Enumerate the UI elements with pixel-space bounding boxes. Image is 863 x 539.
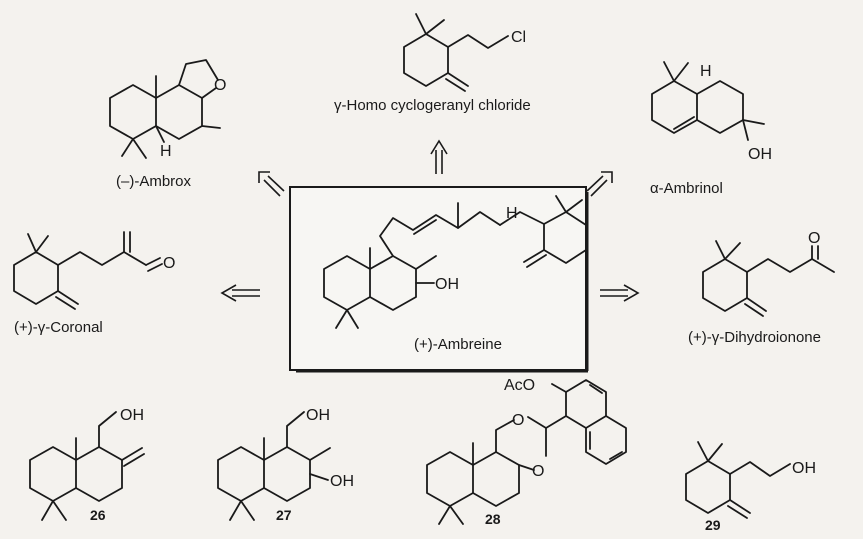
compound-27-structure	[217, 411, 331, 521]
dihydroionone-name: (+)-γ-Dihydroionone	[688, 329, 821, 346]
homo-name: γ-Homo cyclogeranyl chloride	[334, 97, 531, 114]
compound-28-number: 28	[485, 511, 501, 527]
compound-28-o2-label: O	[532, 463, 544, 480]
compound-27-number: 27	[276, 507, 292, 523]
compound-26-oh-label: OH	[120, 407, 144, 424]
ambreine-h-label: H	[506, 205, 518, 222]
coronal-o-label: O	[163, 255, 175, 272]
compound-28-aco-label: AcO	[504, 377, 535, 394]
ambreine-box	[289, 186, 589, 373]
ambrox-o-label: O	[214, 77, 226, 94]
ambreine-name: (+)-Ambreine	[414, 336, 502, 353]
ambrinol-h-label: H	[700, 63, 712, 80]
arrow-to-homo	[430, 139, 448, 174]
coronal-structure	[13, 231, 163, 310]
compound-26-number: 26	[90, 507, 106, 523]
compound-29-oh-label: OH	[792, 460, 816, 477]
ambrox-h-label: H	[160, 143, 172, 160]
compound-29-structure	[685, 441, 791, 519]
ambrinol-oh-label: OH	[748, 146, 772, 163]
compound-27-oh-label: OH	[306, 407, 330, 424]
compound-27-oh2-label: OH	[330, 473, 354, 490]
ambrinol-name: α-Ambrinol	[650, 180, 723, 197]
compound-26-structure	[29, 411, 145, 521]
ambreine-oh-label: OH	[435, 276, 459, 293]
dihydroionone-structure	[702, 240, 835, 317]
arrow-to-coronal	[220, 284, 260, 302]
compound-29-number: 29	[705, 517, 721, 533]
compound-28-o1-label: O	[512, 412, 524, 429]
compound-28-structure	[426, 379, 627, 525]
ambreine-structure	[323, 195, 587, 329]
arrow-to-dihydroionone	[600, 284, 640, 302]
ambrox-structure	[109, 59, 221, 159]
dihydroionone-o-label: O	[808, 230, 820, 247]
arrow-to-ambrox	[258, 171, 285, 197]
ambrox-name: (–)-Ambrox	[116, 173, 192, 190]
ambrinol-structure	[651, 61, 765, 141]
coronal-name: (+)-γ-Coronal	[14, 319, 103, 336]
homo-cl-label: Cl	[511, 29, 526, 46]
homo-structure	[403, 13, 509, 92]
arrow-to-ambrinol	[586, 171, 613, 197]
